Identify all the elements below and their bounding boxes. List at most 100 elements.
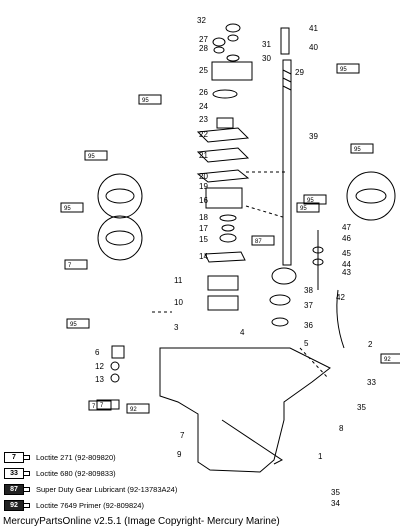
callout-number: 31 [262, 40, 271, 49]
legend-text: Super Duty Gear Lubricant (92-13783A24) [36, 484, 178, 494]
legend-text: Loctite 680 (92-809833) [36, 468, 116, 478]
callout-number: 25 [199, 66, 208, 75]
sealant-tube-icon [138, 94, 162, 105]
legend-item: 33 Loctite 680 (92-809833) [4, 466, 116, 480]
tube-icon: 87 [4, 483, 30, 495]
callout-number: 8 [339, 424, 344, 433]
sealant-tube-icon [64, 259, 88, 270]
callout-number: 35 [331, 488, 340, 497]
sealant-tube-icon [303, 194, 327, 205]
legend-tag: 7 [4, 451, 24, 463]
callout-number: 7 [180, 431, 185, 440]
driveshaft-top [280, 27, 290, 55]
sealant-tube-icon [296, 202, 320, 213]
callout-number: 36 [304, 321, 313, 330]
callout-number: 43 [342, 268, 351, 277]
tube-tag: 95 [354, 147, 361, 153]
callout-number: 24 [199, 102, 208, 111]
bearing-detail-left-top [97, 173, 143, 219]
sealant-tube-icon [350, 143, 374, 154]
tube-icon: 33 [4, 467, 30, 479]
tube-tag: 87 [255, 239, 262, 245]
callout-number: 23 [199, 115, 208, 124]
tube-tag: 92 [130, 407, 137, 413]
copyright-footer: MercuryPartsOnline v2.5.1 (Image Copyrig… [3, 516, 280, 527]
callout-number: 44 [342, 260, 351, 269]
bearing-detail-right [346, 171, 396, 221]
sealant-tube-icon [88, 400, 112, 411]
callout-number: 26 [199, 88, 208, 97]
legend-text: Loctite 271 (92-809820) [36, 452, 116, 462]
callout-number: 2 [368, 340, 373, 349]
callout-number: 32 [197, 16, 206, 25]
callout-labels: 32 27 28 31 41 30 40 25 29 26 24 23 22 2… [95, 16, 376, 508]
sealant-tube-icon [380, 353, 400, 364]
callout-number: 17 [199, 224, 208, 233]
gasket-plate-lower [196, 147, 250, 163]
tube-tag: 95 [70, 322, 77, 328]
callout-number: 39 [309, 132, 318, 141]
legend-item: 7 Loctite 271 (92-809820) [4, 450, 116, 464]
callout-number: 15 [199, 235, 208, 244]
gasket-plate-upper [196, 127, 250, 143]
callout-number: 18 [199, 213, 208, 222]
callout-number: 16 [199, 196, 208, 205]
callout-number: 42 [336, 293, 345, 302]
callout-number: 13 [95, 375, 104, 384]
callout-number: 20 [199, 172, 208, 181]
gear-housing [159, 347, 331, 473]
callout-number: 9 [177, 450, 182, 459]
bearing-detail-left-bottom [97, 215, 143, 261]
tube-tag: 95 [307, 198, 314, 204]
tube-tag: 95 [88, 154, 95, 160]
callout-number: 1 [318, 452, 323, 461]
legend-tag: 92 [4, 499, 24, 511]
sealant-tube-icon [96, 399, 120, 410]
sealant-tube-icon [60, 202, 84, 213]
callout-number: 34 [331, 499, 340, 508]
tube-tag: 7 [68, 263, 72, 269]
pump-base [205, 187, 243, 209]
legend-tag: 33 [4, 467, 24, 479]
callout-number: 22 [199, 130, 208, 139]
legend-item: 87 Super Duty Gear Lubricant (92-13783A2… [4, 482, 177, 496]
legend-tag: 87 [4, 483, 24, 495]
callout-number: 46 [342, 234, 351, 243]
callout-number: 41 [309, 24, 318, 33]
callout-number: 27 [199, 35, 208, 44]
tube-tag: 7 [100, 403, 104, 409]
callout-number: 29 [295, 68, 304, 77]
callout-number: 11 [174, 276, 183, 285]
tube-icon: 92 [4, 499, 30, 511]
sealant-tube-icon [84, 150, 108, 161]
callout-number: 38 [304, 286, 313, 295]
impeller [212, 89, 238, 99]
callout-number: 14 [199, 252, 208, 261]
callout-number: 35 [357, 403, 366, 412]
tube-tag: 95 [64, 206, 71, 212]
tube-icon: 7 [4, 451, 30, 463]
sealant-tube-icon [66, 318, 90, 329]
callout-number: 5 [304, 339, 309, 348]
water-pump-cover [211, 61, 253, 81]
callout-number: 12 [95, 362, 104, 371]
callout-number: 40 [309, 43, 318, 52]
callout-number: 30 [262, 54, 271, 63]
tube-tag: 7 [92, 404, 96, 410]
tube-tag: 95 [300, 206, 307, 212]
tube-tag: 95 [142, 98, 149, 104]
sealant-tube-icon [126, 403, 150, 414]
sealant-tube-icon [251, 235, 275, 246]
callout-number: 6 [95, 348, 100, 357]
callout-number: 37 [304, 301, 313, 310]
tube-tag: 92 [384, 357, 391, 363]
base-gasket [204, 251, 246, 263]
callout-number: 21 [199, 151, 208, 160]
callout-number: 3 [174, 323, 179, 332]
callout-number: 4 [240, 328, 245, 337]
legend-text: Loctite 7649 Primer (92-809824) [36, 500, 144, 510]
legend-item: 92 Loctite 7649 Primer (92-809824) [4, 498, 144, 512]
callout-number: 45 [342, 249, 351, 258]
callout-number: 47 [342, 223, 351, 232]
